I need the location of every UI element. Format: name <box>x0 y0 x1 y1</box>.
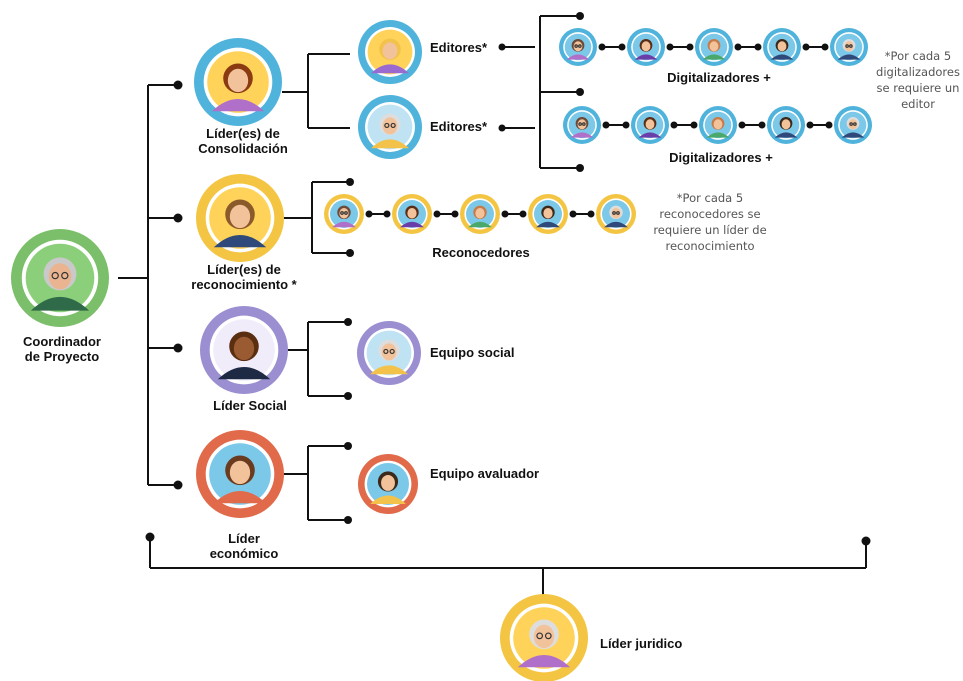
digitalizador-2-1-avatar <box>563 106 601 144</box>
connector-dot-icon <box>365 210 373 218</box>
connector-dot-icon <box>618 43 626 51</box>
connector-dot-icon <box>622 121 630 129</box>
connector-dot-icon <box>754 43 762 51</box>
equipo-avaluador-avatar <box>358 454 418 514</box>
connector-dot-icon <box>686 43 694 51</box>
lider-social-label: Líder Social <box>213 398 287 413</box>
connector-dot-icon <box>383 210 391 218</box>
connector-dot-icon <box>173 80 183 90</box>
connector-dot-icon <box>690 121 698 129</box>
lider-juridico-avatar <box>500 594 588 681</box>
connector-dot-icon <box>519 210 527 218</box>
digitalizador-1-3-avatar <box>695 28 733 66</box>
coordinador-avatar <box>11 229 109 327</box>
connector-dot-icon <box>802 43 810 51</box>
reconocedor-1-avatar <box>324 194 364 234</box>
digitalizador-1-2-avatar <box>627 28 665 66</box>
equipo-social-label: Equipo social <box>430 345 515 360</box>
consolidacion-avatar <box>194 38 282 126</box>
connector-dot-icon <box>734 43 742 51</box>
lider-juridico-label: Líder juridico <box>600 636 682 651</box>
reconocedor-3-avatar <box>460 194 500 234</box>
connector-dot-icon <box>173 343 183 353</box>
connector-dot-icon <box>346 178 354 186</box>
reconocedor-2-avatar <box>392 194 432 234</box>
connector-dot-icon <box>569 210 577 218</box>
connector-dot-icon <box>498 124 506 132</box>
connector-dot-icon <box>576 88 584 96</box>
editores-1-label: Editores* <box>430 40 488 55</box>
lider-economico-avatar <box>196 430 284 518</box>
digitalizador-1-1-avatar <box>559 28 597 66</box>
connector-dot-icon <box>825 121 833 129</box>
connector-dot-icon <box>433 210 441 218</box>
reconocedor-4-avatar <box>528 194 568 234</box>
reconocedores-label: Reconocedores <box>432 245 530 260</box>
editores-2-label: Editores* <box>430 119 488 134</box>
connector-dot-icon <box>758 121 766 129</box>
digitalizador-1-5-avatar <box>830 28 868 66</box>
connector-dot-icon <box>861 536 871 546</box>
connector-dot-icon <box>670 121 678 129</box>
connector-dot-icon <box>173 213 183 223</box>
digitalizador-2-3-avatar <box>699 106 737 144</box>
digitalizadores-1-label: Digitalizadores + <box>667 70 771 85</box>
digitalizador-2-2-avatar <box>631 106 669 144</box>
connector-dot-icon <box>821 43 829 51</box>
connector-dot-icon <box>738 121 746 129</box>
digitalizador-2-5-avatar <box>834 106 872 144</box>
digitalizador-1-4-avatar <box>763 28 801 66</box>
connector-dot-icon <box>587 210 595 218</box>
editores-1-avatar <box>358 20 422 84</box>
reconocedor-5-avatar <box>596 194 636 234</box>
connector-dot-icon <box>344 516 352 524</box>
connector-dot-icon <box>145 532 155 542</box>
connector-dot-icon <box>344 442 352 450</box>
lider-social-avatar <box>200 306 288 394</box>
reconocimiento-avatar <box>196 174 284 262</box>
connector-dot-icon <box>346 249 354 257</box>
connector-dot-icon <box>576 12 584 20</box>
connector-dot-icon <box>576 164 584 172</box>
connector-dot-icon <box>602 121 610 129</box>
connector-dot-icon <box>666 43 674 51</box>
connector-dot-icon <box>173 480 183 490</box>
connector-dot-icon <box>498 43 506 51</box>
editores-2-avatar <box>358 95 422 159</box>
connector-dot-icon <box>344 392 352 400</box>
connector-dot-icon <box>451 210 459 218</box>
connector-dot-icon <box>806 121 814 129</box>
connector-dot-icon <box>501 210 509 218</box>
equipo-social-avatar <box>357 321 421 385</box>
digitalizador-2-4-avatar <box>767 106 805 144</box>
connector-dot-icon <box>598 43 606 51</box>
equipo-avaluador-label: Equipo avaluador <box>430 466 539 481</box>
digitalizadores-2-label: Digitalizadores + <box>669 150 773 165</box>
connector-dot-icon <box>344 318 352 326</box>
